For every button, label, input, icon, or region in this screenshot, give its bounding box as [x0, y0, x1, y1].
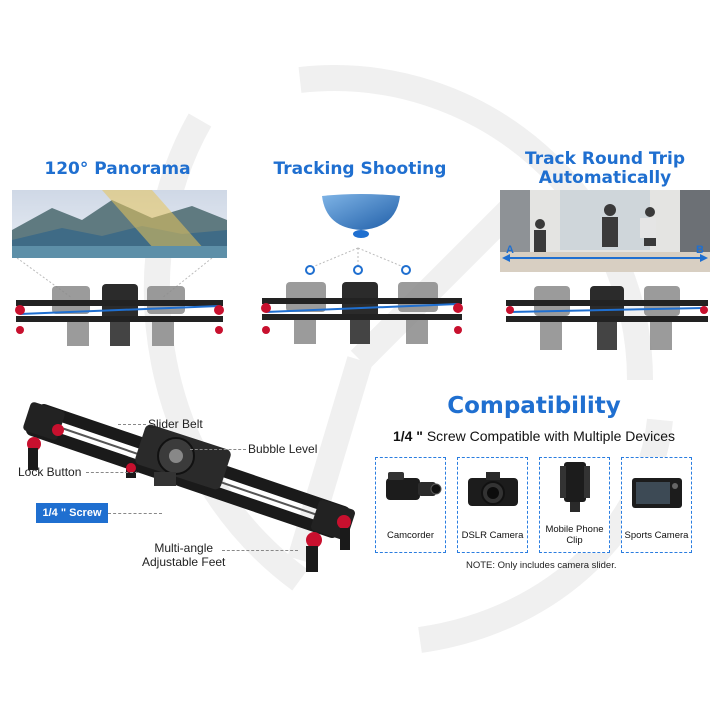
phone-clip-icon — [560, 462, 590, 512]
compatibility-note: NOTE: Only includes camera slider. — [466, 560, 617, 571]
screw-leader — [108, 513, 162, 514]
feet-leader — [222, 550, 298, 551]
panorama-title: 120° Panorama — [44, 159, 191, 179]
bubble-level-label: Bubble Level — [248, 442, 318, 456]
screw-size: 1/4 " — [392, 428, 423, 444]
compatibility-subtitle: 1/4 " Screw Compatible with Multiple Dev… — [366, 428, 702, 444]
point-a-label: A — [506, 244, 514, 256]
tracking-title: Tracking Shooting — [273, 159, 447, 179]
tracking-bowl — [322, 194, 400, 238]
camcorder-icon — [386, 472, 442, 500]
device-card-dslr: DSLR Camera — [457, 457, 528, 553]
tracking-slider — [261, 247, 463, 344]
compatibility-subtitle-text: Screw Compatible with Multiple Devices — [422, 428, 676, 444]
round-trip-photo: A B — [500, 190, 710, 272]
lock-button-leader — [86, 472, 138, 473]
device-label: Mobile Phone Clip — [545, 524, 604, 546]
slider-product-image — [23, 402, 355, 572]
screw-badge: 1/4 " Screw — [36, 503, 108, 523]
device-label: DSLR Camera — [461, 530, 524, 541]
point-b-label: B — [696, 244, 704, 256]
sports-camera-icon — [632, 478, 682, 508]
feet-line-1: Multi-angle — [154, 541, 214, 555]
adjustable-feet-label: Multi-angle Adjustable Feet — [142, 541, 225, 569]
panorama-slider — [15, 258, 224, 346]
dslr-camera-icon — [468, 472, 518, 506]
lock-button-label: Lock Button — [18, 465, 82, 479]
feet-line-2: Adjustable Feet — [142, 555, 226, 569]
device-card-sports-camera: Sports Camera — [621, 457, 692, 553]
device-card-phone-clip: Mobile Phone Clip — [539, 457, 610, 553]
device-card-camcorder: Camcorder — [375, 457, 446, 553]
compatibility-title: Compatibility — [447, 393, 621, 419]
bubble-level-leader — [190, 449, 246, 450]
panorama-photo — [12, 190, 227, 258]
round-trip-title: Track Round Trip Automatically — [524, 149, 686, 188]
device-label: Sports Camera — [624, 530, 689, 541]
device-label: Camcorder — [387, 530, 434, 541]
slider-belt-leader — [118, 424, 146, 425]
slider-belt-label: Slider Belt — [148, 417, 203, 431]
round-trip-slider — [506, 286, 708, 350]
